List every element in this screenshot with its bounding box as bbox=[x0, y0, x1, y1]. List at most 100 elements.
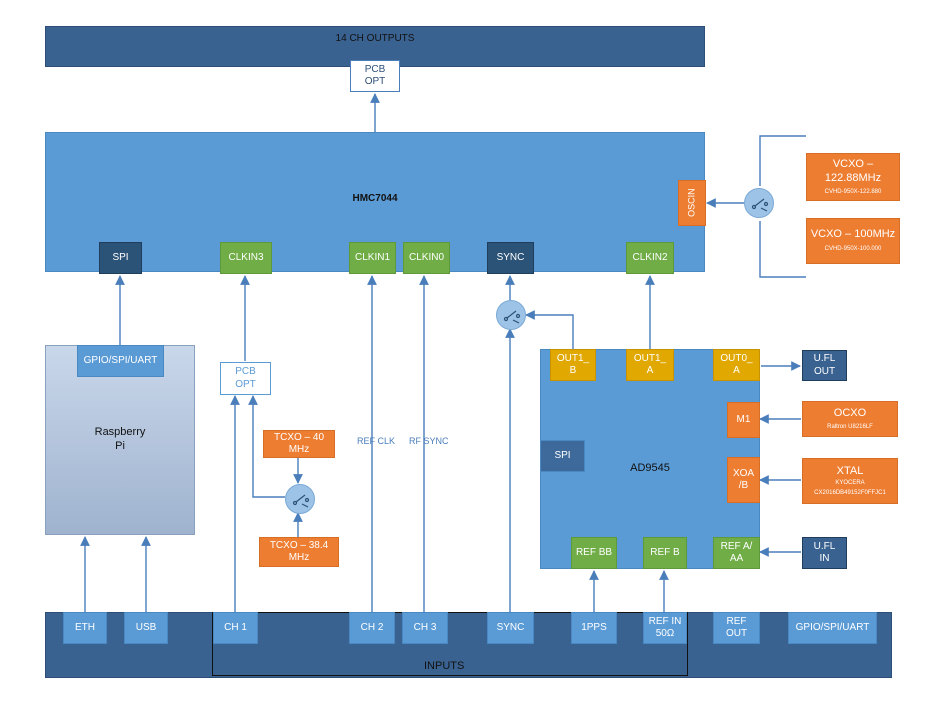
gpio-input-label: GPIO/SPI/UART bbox=[795, 621, 870, 633]
vcxo-100-title: VCXO – 100MHz bbox=[810, 228, 896, 241]
wire-tcxo-switch-to-pcbopt bbox=[248, 395, 285, 498]
pps-label: 1PPS bbox=[581, 621, 607, 633]
ocxo-title: OCXO bbox=[833, 406, 867, 419]
inputs-label: INPUTS bbox=[424, 660, 465, 672]
rpi-gpio-label: GPIO/SPI/UART bbox=[83, 354, 158, 366]
tcxo-384-line1: TCXO – 38.4 bbox=[269, 539, 329, 551]
ch1-label: CH 1 bbox=[224, 621, 247, 633]
ufl-out-block: U.FL OUT bbox=[802, 350, 847, 381]
vcxo-100-block: VCXO – 100MHz CVHD-950X-100.000 bbox=[806, 218, 900, 264]
eth-port: ETH bbox=[63, 612, 107, 644]
hmc7044-title: HMC7044 bbox=[352, 192, 398, 204]
tcxo-40-block: TCXO – 40 MHz bbox=[263, 430, 335, 458]
clkin0-label: CLKIN0 bbox=[408, 251, 444, 263]
ocxo-part: Raltron U8216LF bbox=[827, 423, 873, 430]
clkin2-label: CLKIN2 bbox=[632, 251, 668, 263]
refa-line1: REF A/ bbox=[720, 540, 753, 552]
refbb-label: REF BB bbox=[575, 546, 613, 558]
vcxo-122-title-line1: VCXO – bbox=[832, 158, 874, 170]
vcxo-100-part: CVHD-950X-100.000 bbox=[824, 246, 882, 253]
hmc-sync-port: SYNC bbox=[487, 242, 534, 274]
sync-switch-icon bbox=[496, 300, 526, 330]
refb-label: REF B bbox=[650, 546, 680, 558]
clkin2-port: CLKIN2 bbox=[626, 242, 674, 274]
pcb-opt-mid-line2: OPT bbox=[235, 378, 256, 390]
out1b-line2: B bbox=[569, 365, 577, 376]
sync-input-label: SYNC bbox=[496, 621, 525, 633]
rpi-gpio-port: GPIO/SPI/UART bbox=[77, 345, 164, 377]
clkin1-label: CLKIN1 bbox=[354, 251, 390, 263]
xoa-line1: XOA bbox=[732, 467, 755, 479]
xoa-port: XOA /B bbox=[727, 457, 760, 503]
rf-sync-label: RF SYNC bbox=[409, 436, 449, 446]
out1b-port: OUT1_ B bbox=[550, 349, 596, 381]
ocxo-block: OCXO Raltron U8216LF bbox=[802, 401, 898, 437]
pcb-opt-top-line2: OPT bbox=[364, 76, 386, 87]
ufl-in-line2: IN bbox=[819, 553, 830, 564]
hmc-spi-port: SPI bbox=[99, 242, 142, 274]
oscin-label: OSCIN bbox=[686, 188, 697, 218]
refa-line2: AA bbox=[729, 553, 744, 564]
tcxo-384-line2: MHz bbox=[288, 552, 310, 563]
hmc-sync-label: SYNC bbox=[496, 251, 525, 263]
ufl-out-line2: OUT bbox=[813, 365, 836, 377]
out1b-line1: OUT1_ bbox=[556, 352, 590, 364]
clkin3-port: CLKIN3 bbox=[220, 242, 272, 274]
out1a-port: OUT1_ A bbox=[626, 349, 674, 381]
vcxo-switch-icon bbox=[744, 188, 774, 218]
refout-line1: REF bbox=[726, 615, 747, 627]
usb-port: USB bbox=[124, 612, 168, 644]
pps-port: 1PPS bbox=[571, 612, 617, 644]
out1a-line2: A bbox=[646, 365, 654, 376]
ref-clk-label: REF CLK bbox=[357, 436, 396, 446]
ufl-out-line1: U.FL bbox=[813, 353, 836, 364]
usb-label: USB bbox=[135, 621, 157, 633]
outputs-label: 14 CH OUTPUTS bbox=[335, 33, 415, 44]
refin-line2: 50Ω bbox=[655, 628, 675, 639]
refin-port: REF IN 50Ω bbox=[643, 612, 687, 644]
clkin3-label: CLKIN3 bbox=[228, 251, 264, 263]
eth-label: ETH bbox=[75, 621, 95, 633]
xtal-part: CX2016DB49152F0FFJC1 bbox=[814, 489, 886, 496]
xoa-line2: /B bbox=[738, 480, 749, 491]
clkin1-port: CLKIN1 bbox=[349, 242, 396, 274]
ch2-port: CH 2 bbox=[349, 612, 395, 644]
ad9545-spi-label: SPI bbox=[554, 449, 571, 461]
hmc-spi-label: SPI bbox=[112, 251, 129, 263]
refout-port: REF OUT bbox=[713, 612, 760, 644]
pcb-opt-mid-line1: PCB bbox=[235, 366, 256, 377]
rpi-name-line1: Raspberry bbox=[94, 426, 146, 439]
rpi-name-line2: Pi bbox=[115, 440, 125, 452]
pcb-opt-top: PCB OPT bbox=[350, 60, 400, 92]
refa-port: REF A/ AA bbox=[713, 537, 760, 569]
pcb-opt-mid: PCB OPT bbox=[220, 362, 271, 395]
out0a-line2: A bbox=[733, 365, 740, 376]
ch2-label: CH 2 bbox=[360, 621, 384, 633]
tcxo-switch-icon bbox=[285, 484, 315, 514]
vcxo-122-part: CVHD-950X-122.880 bbox=[824, 188, 882, 195]
refout-line2: OUT bbox=[725, 628, 748, 639]
ch3-label: CH 3 bbox=[413, 621, 437, 633]
xtal-maker: KYOCERA bbox=[835, 480, 865, 487]
ufl-in-line1: U.FL bbox=[813, 540, 836, 552]
m1-label: M1 bbox=[736, 413, 751, 425]
refin-line1: REF IN bbox=[648, 615, 682, 627]
inputs-highlight-frame bbox=[212, 612, 688, 676]
ad9545-title: AD9545 bbox=[630, 462, 670, 475]
tcxo-384-block: TCXO – 38.4 MHz bbox=[259, 537, 339, 567]
clkin0-port: CLKIN0 bbox=[403, 242, 450, 274]
vcxo-122-title-line2: 122.88MHz bbox=[824, 171, 882, 184]
wire-vcxo-loop-bottom bbox=[759, 221, 806, 278]
out1a-line1: OUT1_ bbox=[633, 352, 667, 364]
xtal-title: XTAL bbox=[836, 464, 864, 477]
sync-input-port: SYNC bbox=[487, 612, 534, 644]
refb-port: REF B bbox=[643, 537, 687, 569]
oscin-port: OSCIN bbox=[678, 180, 706, 226]
tcxo-40-line2: MHz bbox=[288, 444, 310, 455]
wire-vcxo-loop-top bbox=[759, 135, 806, 186]
wire-out1b-to-switch bbox=[525, 310, 574, 349]
refbb-port: REF BB bbox=[571, 537, 617, 569]
ch1-port: CH 1 bbox=[213, 612, 258, 644]
pcb-opt-top-line1: PCB bbox=[364, 63, 386, 75]
vcxo-122-block: VCXO – 122.88MHz CVHD-950X-122.880 bbox=[806, 153, 900, 201]
